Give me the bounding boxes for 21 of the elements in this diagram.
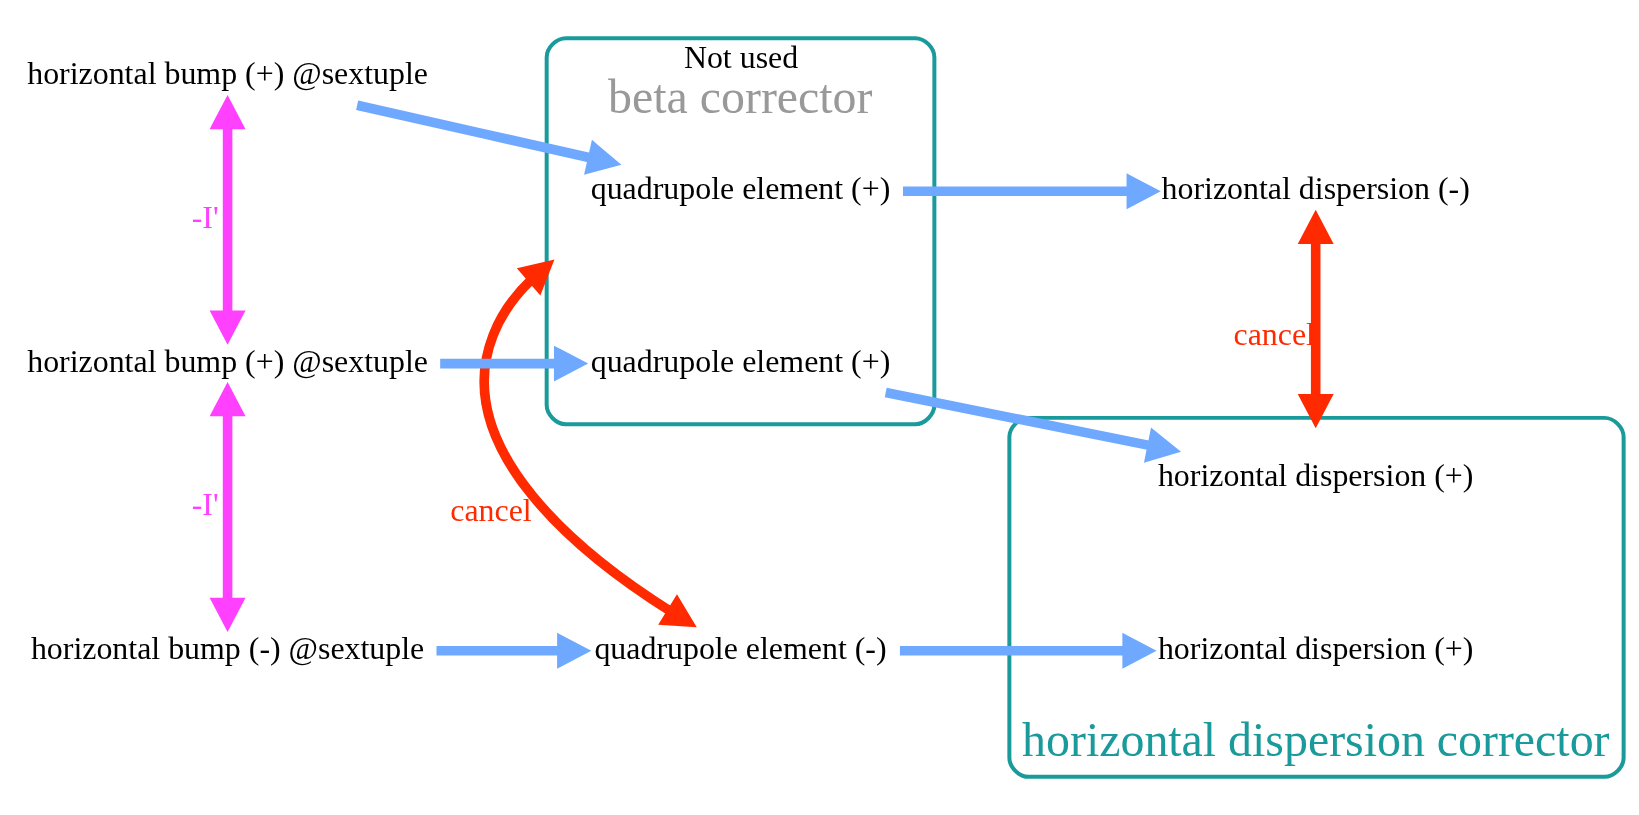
node-text: horizontal dispersion (+) — [1157, 458, 1474, 494]
edge-label: -I' — [191, 200, 219, 236]
arrow — [436, 632, 592, 669]
arrow — [479, 259, 697, 628]
edge-label: -I' — [191, 487, 219, 523]
arrow — [356, 100, 622, 175]
arrow — [903, 173, 1161, 210]
edge-label: cancel — [450, 493, 532, 529]
node-text: horizontal dispersion (+) — [1157, 630, 1474, 666]
arrow — [209, 94, 246, 345]
node-text: horizontal dispersion (-) — [1161, 171, 1470, 207]
arrow — [1297, 209, 1334, 429]
node-text: horizontal bump (+) @sextuple — [27, 56, 428, 92]
node-text: horizontal bump (+) @sextuple — [27, 343, 428, 379]
node-text: quadrupole element (+) — [590, 343, 891, 379]
arrow — [899, 632, 1157, 669]
node-text: quadrupole element (-) — [594, 630, 887, 666]
node-text: quadrupole element (+) — [590, 171, 891, 207]
node-text: horizontal bump (-) @sextuple — [30, 630, 425, 666]
arrow — [209, 382, 246, 632]
arrow — [884, 387, 1182, 463]
